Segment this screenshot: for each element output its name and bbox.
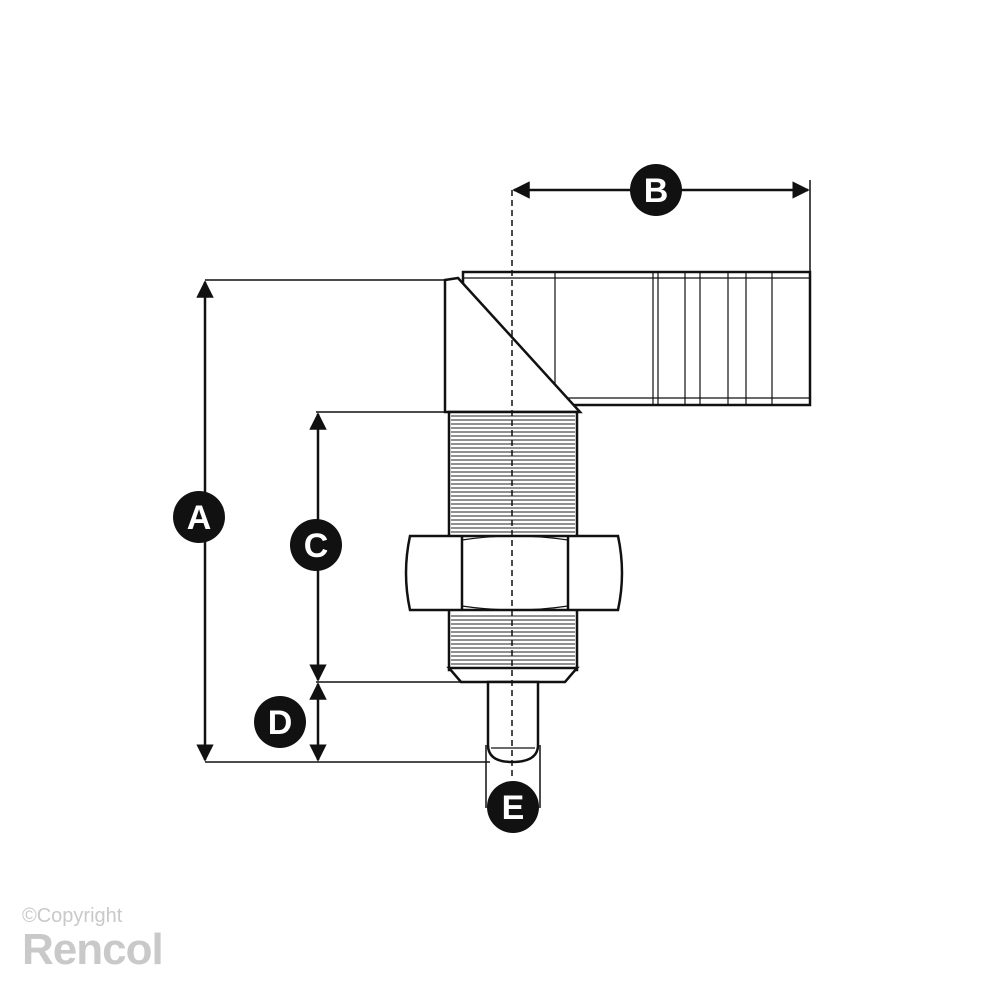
svg-text:E: E <box>502 789 525 827</box>
label-badge-c: C <box>290 519 342 571</box>
svg-text:D: D <box>268 704 293 742</box>
svg-text:A: A <box>187 499 212 537</box>
label-badge-e: E <box>487 781 539 833</box>
svg-text:C: C <box>304 527 329 565</box>
svg-text:B: B <box>644 172 669 210</box>
copyright-line: ©Copyright <box>22 905 123 927</box>
copyright-watermark: ©Copyright Rencol <box>22 905 164 974</box>
hex-nut <box>404 534 624 612</box>
label-badge-b: B <box>630 164 682 216</box>
label-badge-d: D <box>254 696 306 748</box>
brand-name: Rencol <box>22 925 164 974</box>
label-badge-a: A <box>173 491 225 543</box>
dimension-e <box>485 745 541 808</box>
plunger-pin <box>486 680 540 764</box>
